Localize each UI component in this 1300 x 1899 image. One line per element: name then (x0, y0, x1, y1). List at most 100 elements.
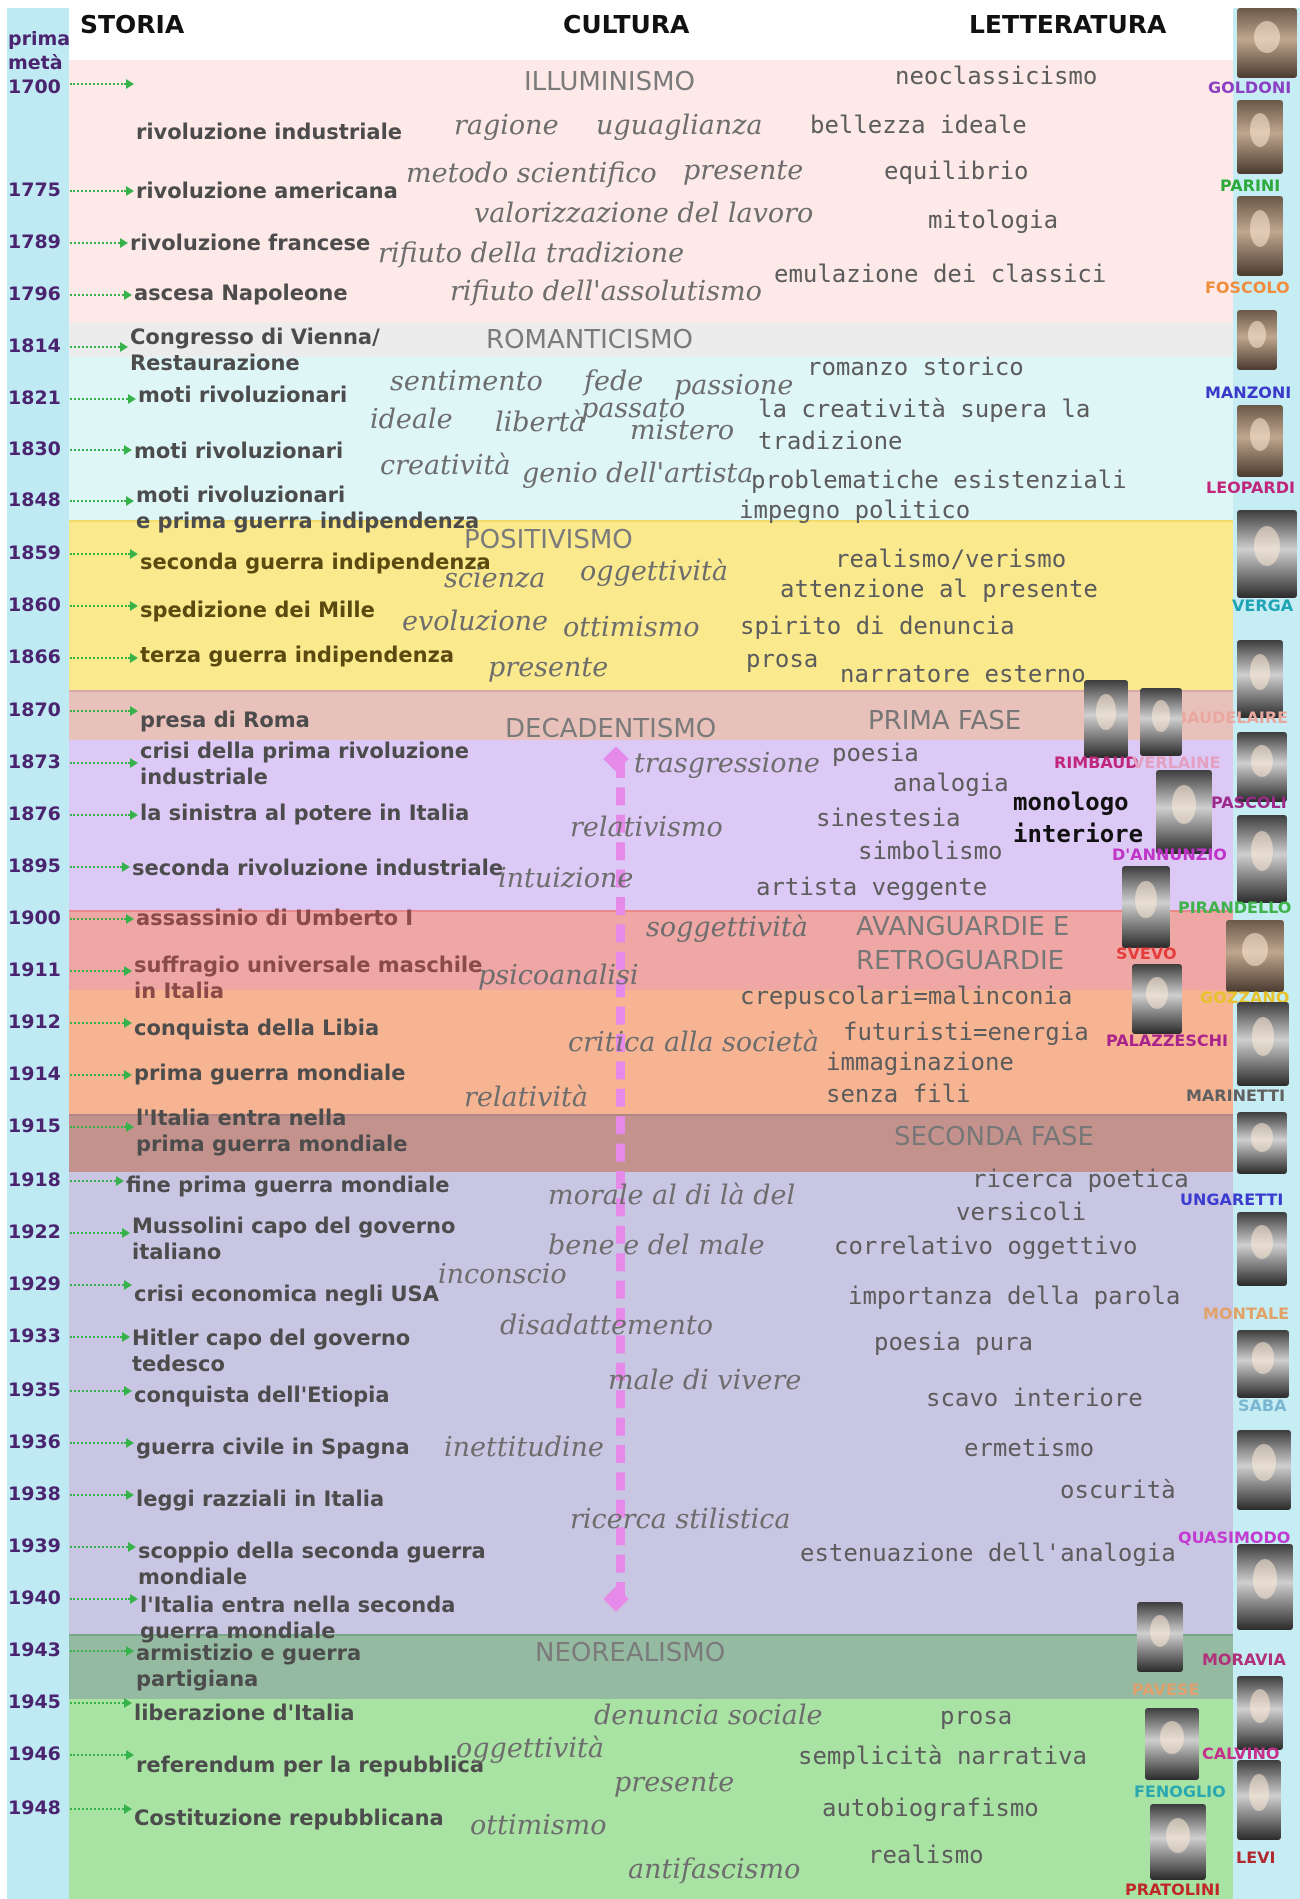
history-event: conquista della Libia (134, 1016, 380, 1040)
culture-concept: intuizione (498, 863, 634, 894)
band-illuminismo (69, 60, 1233, 323)
history-event: suffragio universale maschile in Italia (134, 953, 483, 1003)
timeline-arrow (70, 79, 134, 89)
author-name: PALAZZESCHI (1106, 1031, 1228, 1050)
history-event: moti rivoluzionari (138, 383, 348, 407)
author-name: MANZONI (1205, 383, 1292, 402)
author-name: MARINETTI (1186, 1086, 1286, 1105)
phase-seconda-fase: SECONDA FASE (894, 1122, 1094, 1152)
timeline-arrow (70, 1386, 132, 1396)
band-avanguardie-title (69, 910, 1233, 992)
history-event: assassinio di Umberto I (136, 906, 414, 930)
literature-item: realismo/verismo (835, 545, 1067, 573)
author-portrait (1237, 8, 1297, 78)
literature-item: crepuscolari=malinconia (740, 982, 1073, 1010)
culture-concept: morale al di là del (548, 1180, 796, 1211)
literature-item: autobiografismo (822, 1794, 1039, 1822)
culture-concept: oggettività (580, 556, 728, 587)
author-name: LEOPARDI (1206, 478, 1295, 497)
literature-item: prosa (746, 645, 819, 673)
year-label: 1866 (8, 646, 61, 668)
author-name: RIMBAUD (1054, 753, 1139, 772)
author-portrait (1237, 1430, 1291, 1510)
year-label: 1911 (8, 959, 61, 981)
literature-item: ermetismo (964, 1434, 1095, 1462)
period-illuminismo: ILLUMINISMO (524, 67, 695, 97)
author-name: MORAVIA (1202, 1650, 1286, 1669)
culture-concept: denuncia sociale (594, 1700, 823, 1731)
author-portrait (1140, 688, 1182, 756)
literature-item: scavo interiore (926, 1384, 1143, 1412)
author-portrait (1137, 1602, 1183, 1672)
culture-concept: valorizzazione del lavoro (474, 198, 814, 229)
culture-concept: disadattemento (500, 1310, 714, 1341)
timeline-arrow (70, 1122, 134, 1132)
year-label: 1870 (8, 699, 61, 721)
timeline-arrow (70, 1698, 132, 1708)
literature-item: semplicità narrativa (798, 1742, 1087, 1770)
literature-item: sinestesia (816, 804, 961, 832)
history-event: Mussolini capo del governo italiano (132, 1214, 456, 1264)
timeline-arrow (70, 966, 132, 976)
author-portrait (1156, 770, 1212, 854)
author-name: PRATOLINI (1125, 1880, 1221, 1899)
literature-item: analogia (893, 769, 1009, 797)
band-neorealismo-title (69, 1634, 1233, 1701)
literature-item: romanzo storico (807, 353, 1024, 381)
literature-item: problematiche esistenziali (751, 466, 1127, 494)
literature-item: narratore esterno (840, 660, 1086, 688)
year-label: 1860 (8, 594, 61, 616)
timeline-arrow (70, 862, 130, 872)
history-event: liberazione d'Italia (134, 1701, 355, 1725)
history-event: spedizione dei Mille (140, 598, 375, 622)
history-event: ascesa Napoleone (134, 281, 348, 305)
history-event: moti rivoluzionari e prima guerra indipe… (136, 483, 480, 533)
history-event: terza guerra indipendenza (140, 643, 454, 667)
culture-concept: ideale (370, 404, 453, 435)
timeline-arrow (70, 445, 132, 455)
period-neorealismo: NEOREALISMO (535, 1638, 726, 1668)
culture-concept: fede (584, 366, 644, 397)
timeline-arrow (70, 1176, 124, 1186)
author-portrait (1237, 310, 1277, 370)
culture-concept: rifiuto della tradizione (378, 238, 685, 269)
culture-concept: soggettività (646, 912, 808, 943)
author-name: VERLAINE (1132, 753, 1221, 772)
author-name: CALVINO (1202, 1744, 1280, 1763)
culture-concept: ottimismo (563, 612, 700, 643)
culture-concept: bene e del male (548, 1230, 765, 1261)
timeline-arrow (70, 914, 134, 924)
culture-concept: inettitudine (444, 1432, 604, 1463)
year-label: 1948 (8, 1797, 61, 1819)
phase-prima-fase: PRIMA FASE (868, 706, 1022, 736)
band-seconda-fase (69, 1172, 1233, 1634)
history-event: fine prima guerra mondiale (126, 1173, 450, 1197)
year-label: 1936 (8, 1431, 61, 1453)
author-portrait (1237, 640, 1283, 718)
band-neorealismo (69, 1699, 1233, 1899)
literature-item: poesia pura (874, 1328, 1033, 1356)
year-label: 1939 (8, 1535, 61, 1557)
year-label: 1775 (8, 179, 61, 201)
band-romanticismo-title (69, 323, 1233, 357)
author-name: PARINI (1220, 176, 1281, 195)
literature-item: monologo interiore (1013, 788, 1144, 848)
history-event: presa di Roma (140, 708, 310, 732)
culture-concept: relatività (464, 1082, 588, 1113)
year-label: 1943 (8, 1639, 61, 1661)
year-label: 1946 (8, 1743, 61, 1765)
year-label: 1935 (8, 1379, 61, 1401)
timeline-arrow (70, 1490, 134, 1500)
history-event: prima guerra mondiale (134, 1061, 406, 1085)
band-avanguardie (69, 990, 1233, 1114)
year-label: 1929 (8, 1273, 61, 1295)
culture-concept: antifascismo (628, 1854, 801, 1885)
culture-concept: uguaglianza (596, 110, 763, 141)
author-portrait (1150, 1804, 1206, 1880)
literature-item: artista veggente (756, 873, 988, 901)
author-portrait (1237, 1544, 1293, 1630)
timeline-arrow (70, 758, 138, 768)
literature-item: attenzione al presente (780, 575, 1098, 603)
culture-concept: inconscio (438, 1259, 567, 1290)
history-event: scoppio della seconda guerra mondiale (138, 1539, 486, 1589)
